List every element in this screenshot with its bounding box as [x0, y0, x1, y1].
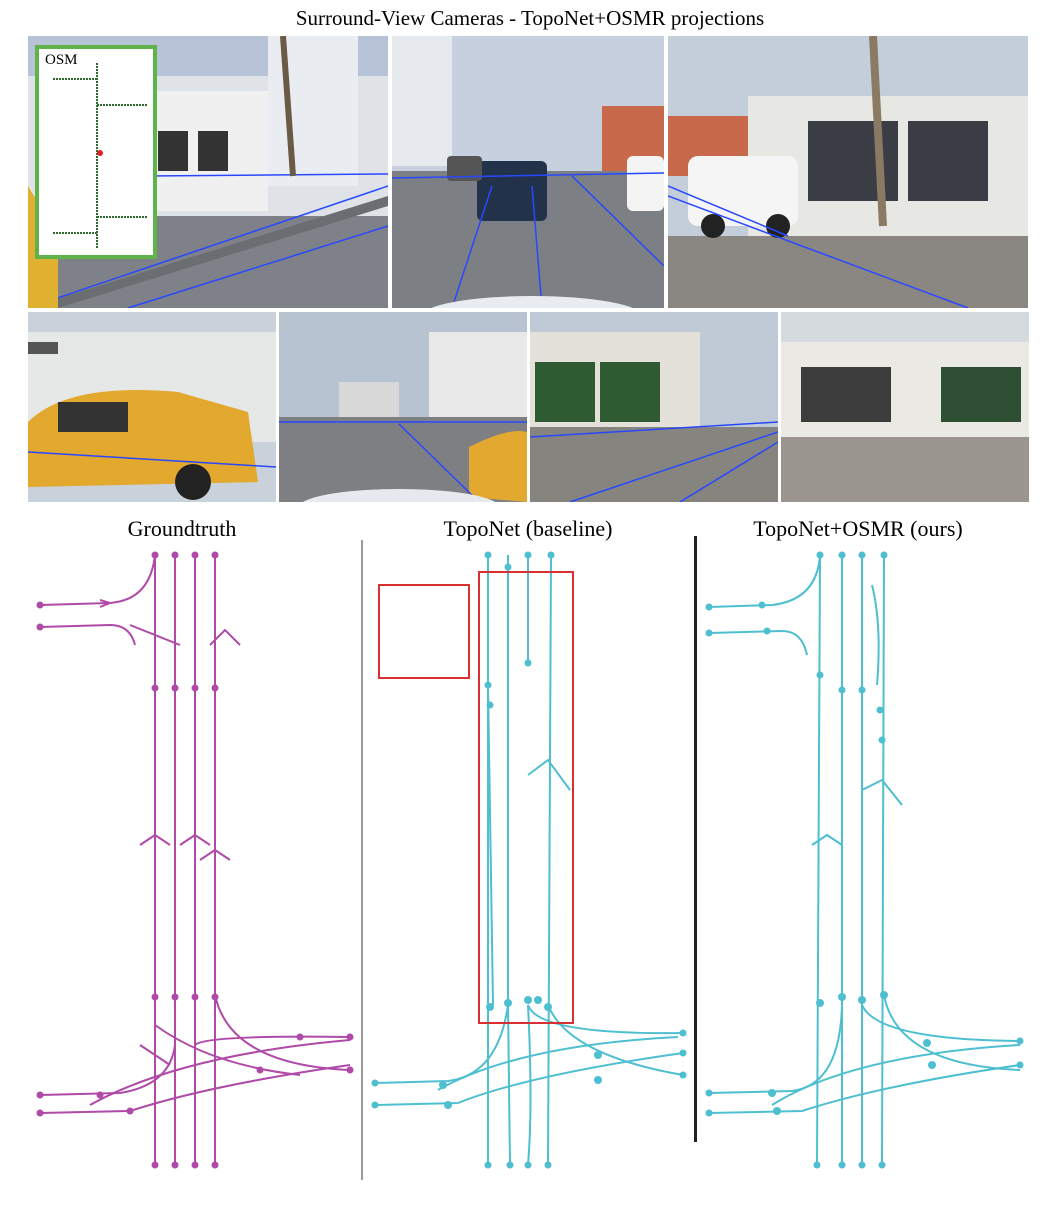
figure-title: Surround-View Cameras - TopoNet+OSMR pro…	[295, 6, 765, 30]
osm-road-map	[53, 63, 147, 249]
camera-side-left	[28, 312, 276, 502]
camera-side-right	[781, 312, 1029, 502]
panel-title-groundtruth: Groundtruth	[127, 516, 237, 541]
panel-divider-right	[694, 536, 697, 1142]
groundtruth-lane-graph	[36, 551, 354, 1169]
osm-label: OSM	[45, 52, 78, 68]
panel-title-baseline: TopoNet (baseline)	[443, 516, 613, 541]
baseline-lane-graph	[371, 551, 687, 1169]
osm-inset: OSM	[35, 45, 157, 259]
panel-title-ours: TopoNet+OSMR (ours)	[753, 516, 963, 541]
camera-rear-right	[530, 312, 778, 502]
camera-front-left	[28, 36, 388, 308]
camera-front-right	[668, 36, 1028, 308]
camera-rear-left	[279, 312, 527, 502]
panel-divider-left	[361, 540, 363, 1180]
ours-lane-graph	[705, 551, 1024, 1169]
camera-front	[392, 36, 664, 308]
